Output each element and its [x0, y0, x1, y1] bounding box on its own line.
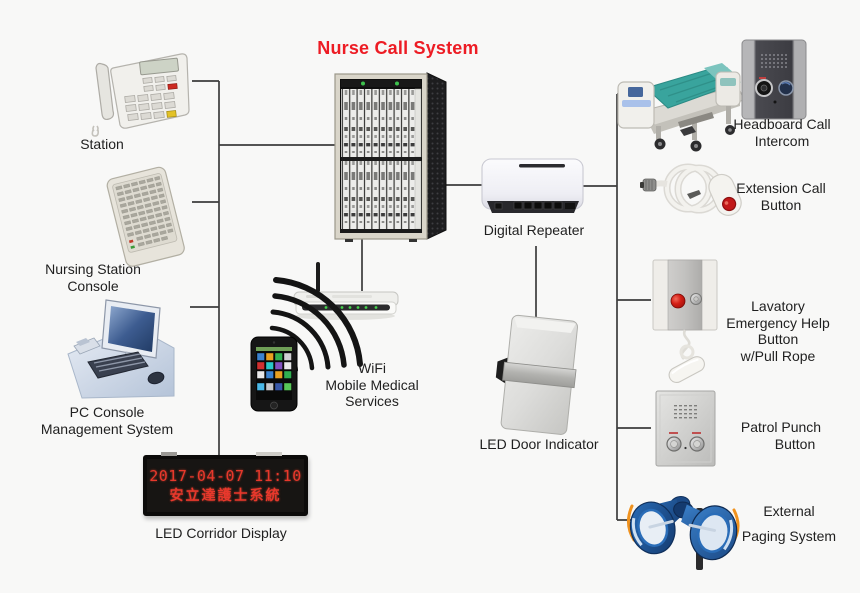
station-label: Station	[32, 136, 172, 153]
label-line: Patrol Punch	[740, 419, 822, 435]
rack-status-led	[361, 81, 365, 86]
cable-connector	[640, 178, 657, 192]
led-corridor-display-image: 2017-04-07 11:10 安立達護士系統	[143, 452, 308, 516]
pc-console-label: PC Console Management System	[27, 404, 187, 437]
led-door-label: LED Door Indicator	[469, 436, 609, 453]
patrol-speaker-grille	[674, 405, 697, 419]
pc-mouse	[147, 371, 165, 385]
pull-rope-handle	[668, 356, 705, 384]
lavatory-emergency-button-image	[651, 259, 725, 384]
router-antenna	[316, 262, 320, 294]
label-line: Services	[345, 393, 399, 410]
label-line: Headboard Call	[733, 116, 831, 132]
label-line: WiFi	[358, 360, 386, 376]
label-line: Console	[67, 277, 119, 294]
emergency-lamp	[670, 293, 686, 309]
label-line: PC Console	[69, 404, 145, 420]
patrol-label: Patrol Punch Button	[711, 419, 851, 452]
pc-desk-phone	[73, 337, 101, 355]
phone-red-key	[167, 83, 178, 90]
bed-footboard	[715, 71, 741, 107]
headboard-intercom-image	[741, 39, 808, 122]
label-line: Button	[760, 196, 802, 213]
label-line: Intercom	[754, 132, 810, 149]
label-line: Paging System	[741, 527, 837, 544]
label-line: Digital Repeater	[483, 222, 585, 238]
led-display-date-text: 2017-04-07 11:10	[149, 466, 302, 485]
label-line: External	[763, 503, 815, 519]
phone-handset	[95, 62, 115, 121]
diagram-title: Nurse Call System	[317, 38, 479, 58]
station-phone-image	[85, 48, 191, 138]
led-door-indicator-image	[495, 314, 584, 444]
headboard-label: Headboard Call Intercom	[707, 116, 857, 149]
rack-status-led	[395, 81, 399, 86]
label-line: Nursing Station	[45, 261, 141, 277]
label-line: Mobile Medical	[325, 376, 419, 393]
phone-yellow-key	[166, 110, 177, 118]
nursing-console-label: Nursing Station Console	[23, 261, 163, 294]
call-button-handle	[708, 173, 742, 216]
digital-repeater-image	[481, 155, 585, 219]
label-line: Station	[80, 136, 124, 152]
paging-horns-image	[622, 478, 744, 572]
label-line: Lavatory	[751, 298, 805, 314]
console-green-led	[130, 245, 135, 249]
nurse-call-rack-image	[334, 71, 449, 242]
intercom-speaker-grille	[761, 54, 787, 68]
nursing-console-image	[100, 166, 190, 267]
horn-right	[673, 501, 738, 561]
label-line: LED Corridor Display	[155, 525, 287, 541]
paging-label: External Paging System	[714, 503, 860, 552]
pc-keyboard	[87, 351, 149, 379]
wifi-router-image	[292, 262, 402, 322]
console-red-led	[128, 239, 134, 244]
phone-lcd	[139, 57, 179, 76]
label-line: Emergency Help	[726, 314, 830, 331]
bed-headboard	[617, 81, 655, 129]
label-line: Management System	[40, 420, 174, 437]
label-line: Extension Call	[736, 180, 826, 196]
smartphone-image	[250, 336, 298, 412]
cable-clip	[687, 190, 701, 199]
phone-home-button	[270, 401, 278, 410]
label-line: LED Door Indicator	[479, 436, 599, 452]
extension-call-button-image	[640, 158, 743, 224]
phone-cord	[91, 125, 99, 137]
patrol-punch-button-image	[655, 390, 718, 469]
wifi-label: WiFi Mobile Medical Services	[304, 360, 440, 410]
hospital-bed-image	[616, 56, 750, 156]
label-line: Button	[757, 331, 799, 348]
led-corridor-label: LED Corridor Display	[151, 525, 291, 542]
extension-label: Extension Call Button	[706, 180, 856, 213]
horn-left	[629, 495, 691, 555]
lavatory-label: Lavatory Emergency Help Button w/Pull Ro…	[702, 298, 854, 364]
label-line: w/Pull Rope	[740, 347, 816, 364]
digital-repeater-label: Digital Repeater	[464, 222, 604, 239]
label-line: Button	[774, 435, 816, 452]
led-display-chinese-text: 安立達護士系統	[169, 487, 282, 504]
pc-console-image	[67, 296, 175, 402]
